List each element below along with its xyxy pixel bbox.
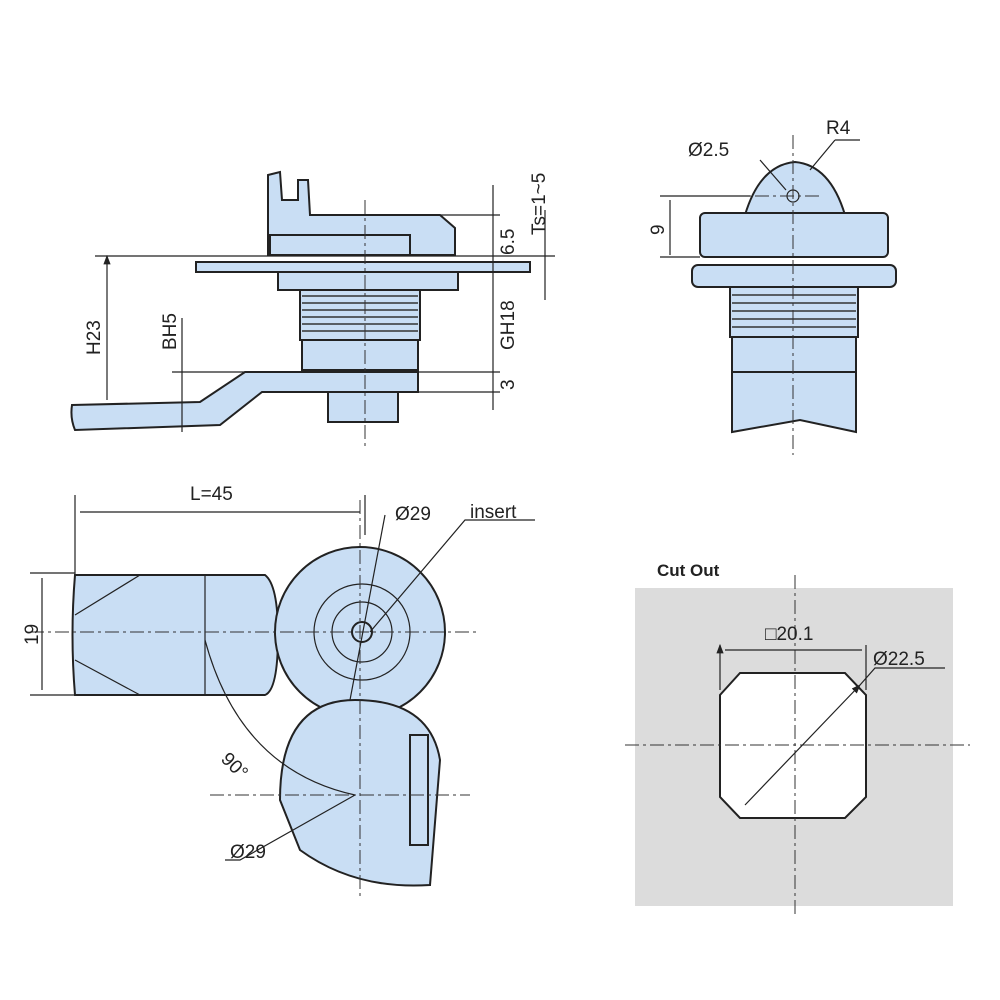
bh5-label: BH5 [160,313,181,350]
side-view: H23 BH5 6.5 GH18 3 Ts=1~5 [70,170,555,450]
diameter-label: Ø22.5 [873,649,925,670]
r4-label: R4 [826,118,851,139]
h23-label: H23 [84,320,105,355]
gh18-label: GH18 [498,300,519,350]
d65-label: 6.5 [498,229,519,255]
l45-label: L=45 [190,484,233,505]
angle-label: 90° [216,749,251,784]
d3-label: 3 [498,379,519,390]
ts-label: Ts=1~5 [529,173,550,235]
d9-label: 9 [648,224,669,235]
top-view: L=45 Ø29 insert 19 90° Ø29 [22,484,535,900]
cut-out-title: Cut Out [657,561,720,580]
square-label: □20.1 [765,624,813,645]
d29-top-label: Ø29 [395,504,431,525]
d25-label: Ø2.5 [688,140,729,161]
d29-bottom-label: Ø29 [230,842,266,863]
front-view: Ø2.5 R4 9 [648,118,897,455]
d19-label: 19 [22,624,43,645]
cut-out-view: Cut Out □20.1 Ø22.5 [625,561,970,915]
insert-label: insert [470,502,517,523]
